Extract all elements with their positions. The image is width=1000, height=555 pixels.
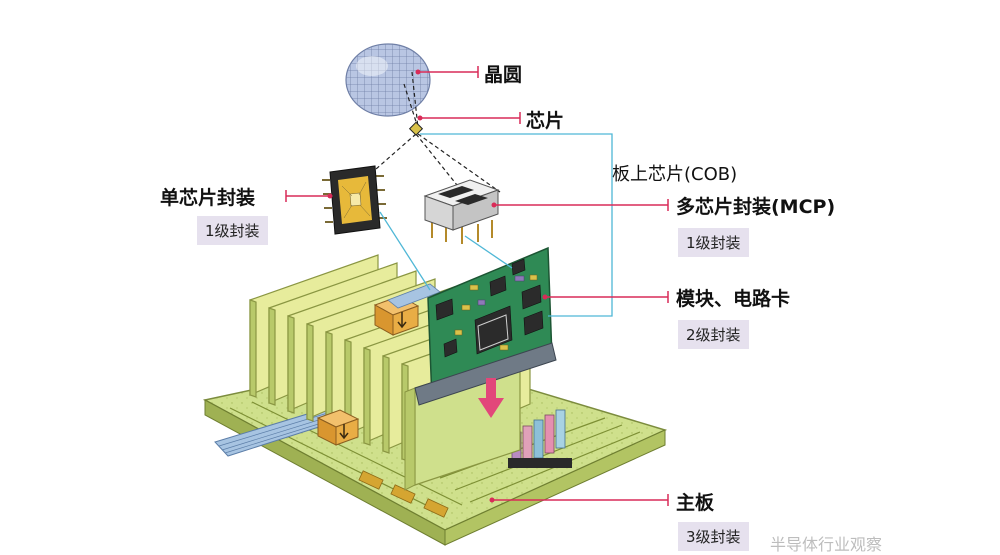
badge-level1-single: 1级封装 — [197, 216, 268, 245]
badge-level3: 3级封装 — [678, 522, 749, 551]
chip-illustration — [408, 121, 424, 136]
leader-dots — [327, 69, 548, 503]
wafer-illustration — [345, 43, 431, 117]
leader-lines — [285, 66, 669, 506]
single-chip-package-illustration — [322, 165, 387, 235]
label-motherboard: 主板 — [676, 492, 715, 514]
watermark: 半导体行业观察 — [770, 535, 883, 554]
fin-edge — [306, 323, 314, 422]
badge-level1-multi: 1级封装 — [678, 228, 749, 257]
label-single-chip-package: 单芯片封装 — [160, 187, 256, 209]
label-wafer: 晶圆 — [484, 64, 523, 86]
label-cob: 板上芯片(COB) — [612, 164, 738, 185]
label-module-card: 模块、电路卡 — [676, 288, 791, 310]
down-arrow — [478, 378, 504, 418]
cob-connection-lines — [379, 133, 613, 317]
fin-edge — [363, 347, 371, 446]
multi-chip-package-illustration — [423, 179, 500, 244]
fin-edge — [382, 355, 390, 454]
module-circuit-card — [414, 246, 557, 406]
fin-edge — [268, 307, 276, 406]
label-multi-chip-package: 多芯片封装(MCP) — [676, 196, 836, 218]
badge-level2: 2级封装 — [678, 320, 749, 349]
fin-edge — [287, 315, 295, 414]
connector-box — [373, 283, 441, 336]
connector-box-lower — [316, 409, 360, 446]
label-chip: 芯片 — [526, 110, 565, 132]
fin-edge — [249, 299, 257, 398]
